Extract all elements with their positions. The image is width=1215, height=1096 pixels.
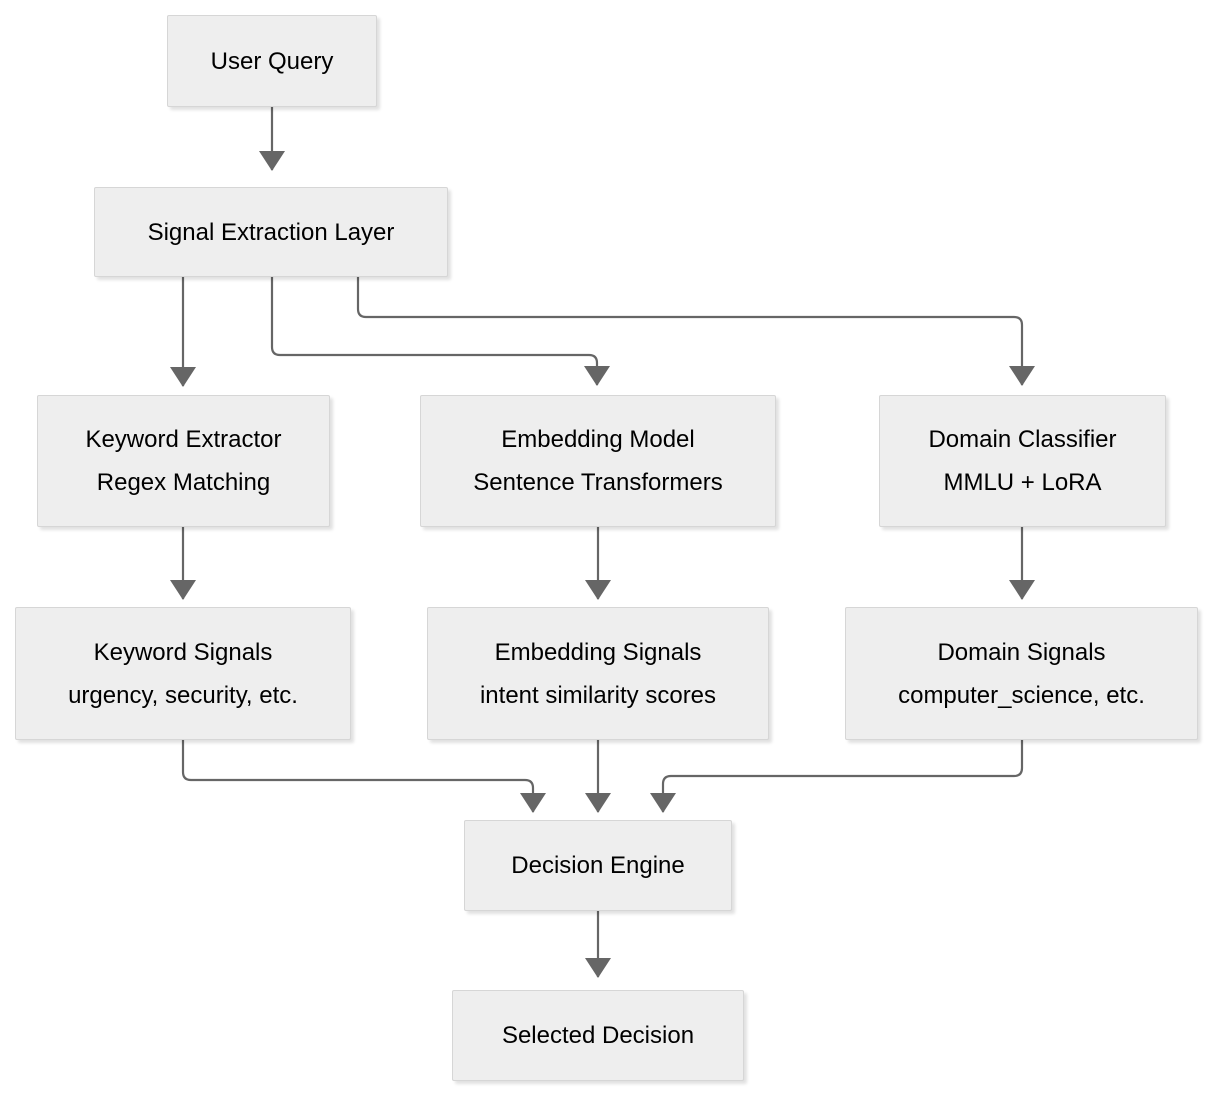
node-embedding-model: Embedding Model Sentence Transformers [420, 395, 776, 527]
node-embedding-model-title: Embedding Model [501, 426, 695, 453]
node-embedding-model-subtitle: Sentence Transformers [473, 469, 723, 496]
node-keyword-extractor-title: Keyword Extractor [85, 426, 282, 453]
node-embedding-signals-title: Embedding Signals [494, 638, 702, 666]
node-domain-signals-title: Domain Signals [937, 638, 1106, 666]
edge-domain-signals-to-decision-engine [650, 740, 1024, 813]
node-keyword-extractor: Keyword Extractor Regex Matching [37, 395, 330, 527]
node-keyword-signals-subtitle: urgency, security, etc. [68, 681, 298, 709]
node-embedding-signals: Embedding Signals intent similarity scor… [427, 607, 769, 740]
node-domain-classifier-subtitle: MMLU + LoRA [943, 469, 1102, 496]
node-keyword-signals-title: Keyword Signals [93, 638, 273, 666]
node-user-query: User Query [167, 15, 377, 107]
node-signal-extraction-layer: Signal Extraction Layer [94, 187, 448, 277]
node-embedding-signals-subtitle: intent similarity scores [479, 681, 717, 709]
node-domain-signals-subtitle: computer_science, etc. [898, 681, 1145, 709]
node-domain-classifier: Domain Classifier MMLU + LoRA [879, 395, 1166, 527]
node-selected-decision: Selected Decision [452, 990, 744, 1081]
node-decision-engine-title: Decision Engine [511, 852, 685, 879]
node-selected-decision-title: Selected Decision [501, 1022, 695, 1049]
node-domain-classifier-title: Domain Classifier [928, 426, 1117, 453]
node-user-query-title: User Query [210, 47, 334, 75]
edge-keyword-signals-to-decision-engine [181, 740, 546, 813]
node-signal-extraction-layer-title: Signal Extraction Layer [147, 218, 395, 246]
node-keyword-extractor-subtitle: Regex Matching [96, 469, 271, 496]
edge-signal-extraction-to-domain-classifier [356, 277, 1035, 386]
node-keyword-signals: Keyword Signals urgency, security, etc. [15, 607, 351, 740]
node-domain-signals: Domain Signals computer_science, etc. [845, 607, 1198, 740]
edge-signal-extraction-to-embedding-model [270, 277, 610, 386]
node-decision-engine: Decision Engine [464, 820, 732, 911]
